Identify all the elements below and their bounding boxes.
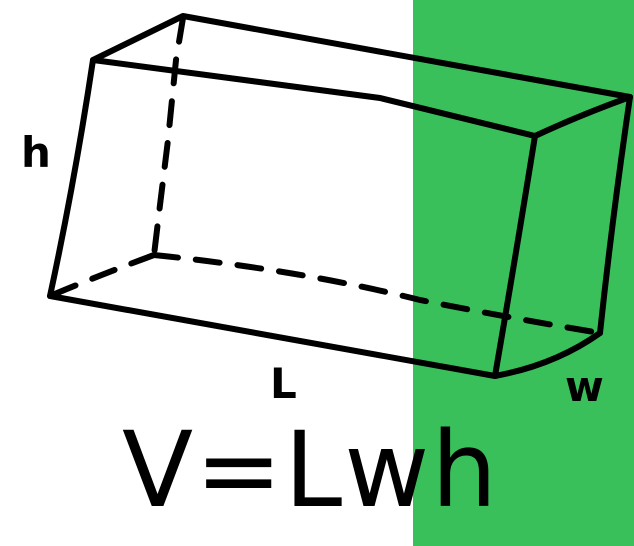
bottom-right-edge bbox=[492, 330, 603, 379]
hidden-back-bottom-edge bbox=[151, 252, 603, 336]
width-label: w bbox=[565, 362, 604, 411]
height-label: h bbox=[21, 128, 51, 177]
hidden-edges bbox=[47, 15, 603, 336]
volume-formula: V=Lwh bbox=[122, 409, 500, 531]
hidden-vertical-edge bbox=[151, 15, 186, 258]
front-right-edge bbox=[492, 133, 538, 379]
front-bottom-edge bbox=[47, 293, 498, 379]
front-left-edge bbox=[47, 57, 96, 299]
visible-edges bbox=[47, 13, 633, 379]
top-front-edge bbox=[90, 57, 538, 139]
back-right-edge bbox=[597, 94, 633, 336]
top-right-edge bbox=[532, 94, 633, 139]
top-back-edge bbox=[90, 13, 633, 100]
length-label: L bbox=[270, 359, 297, 408]
hidden-bottom-left-edge bbox=[47, 252, 157, 299]
